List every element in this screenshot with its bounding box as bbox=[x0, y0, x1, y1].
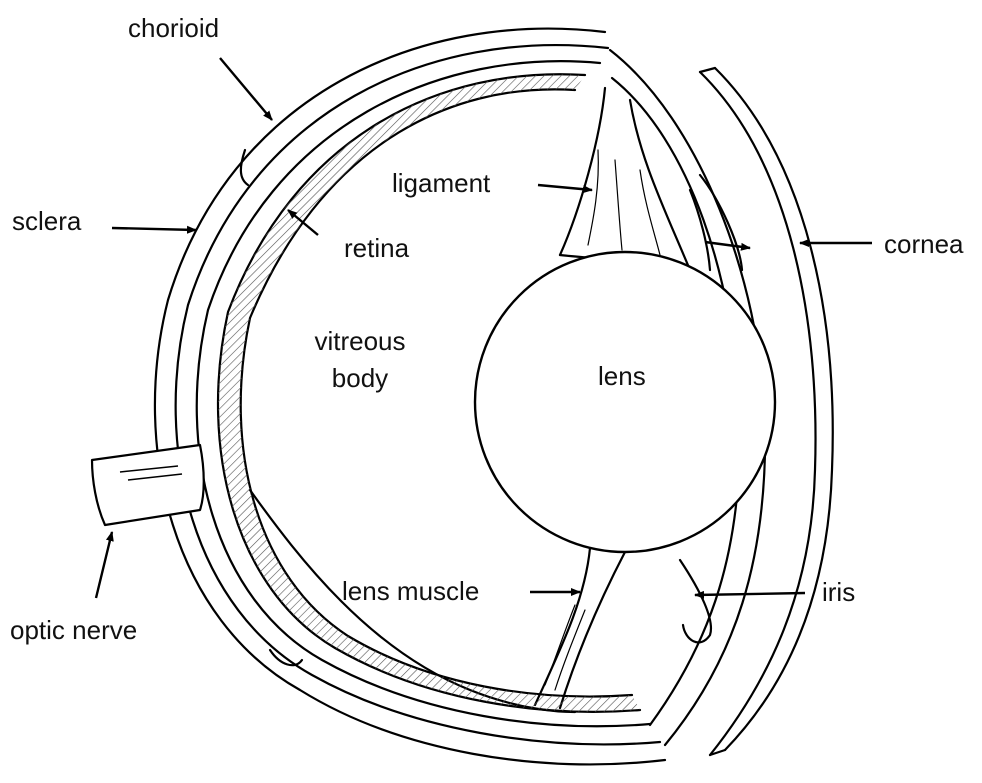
chorioid-pointer bbox=[220, 58, 272, 120]
iris-pointer bbox=[695, 593, 805, 595]
iris-lower bbox=[680, 560, 711, 642]
sclera-pointer bbox=[112, 228, 196, 230]
optic-nerve-pointer bbox=[96, 532, 112, 598]
lens-muscle-fiber-1 bbox=[545, 605, 575, 685]
ciliary-upper-2 bbox=[630, 100, 690, 270]
label-sclera: sclera bbox=[12, 205, 81, 237]
label-cornea: cornea bbox=[884, 228, 964, 260]
label-body: body bbox=[305, 362, 415, 394]
label-vitreous: vitreous bbox=[305, 325, 415, 357]
label-lens-muscle: lens muscle bbox=[342, 575, 479, 607]
label-lens: lens bbox=[598, 360, 646, 392]
lens-shape bbox=[475, 252, 775, 552]
lens-muscle-outline-1 bbox=[535, 548, 590, 705]
label-iris: iris bbox=[822, 576, 855, 608]
lens-muscle-outline-2 bbox=[560, 552, 625, 708]
label-ligament: ligament bbox=[392, 167, 490, 199]
label-retina: retina bbox=[344, 232, 409, 264]
optic-nerve-shape bbox=[92, 445, 204, 525]
ligament-fiber-1 bbox=[588, 150, 598, 245]
label-chorioid: chorioid bbox=[128, 12, 219, 44]
ligament-fiber-2 bbox=[615, 160, 622, 250]
cornea-connector-top bbox=[700, 68, 715, 72]
label-optic-nerve: optic nerve bbox=[10, 614, 137, 646]
ligament-fiber-3 bbox=[640, 170, 660, 255]
